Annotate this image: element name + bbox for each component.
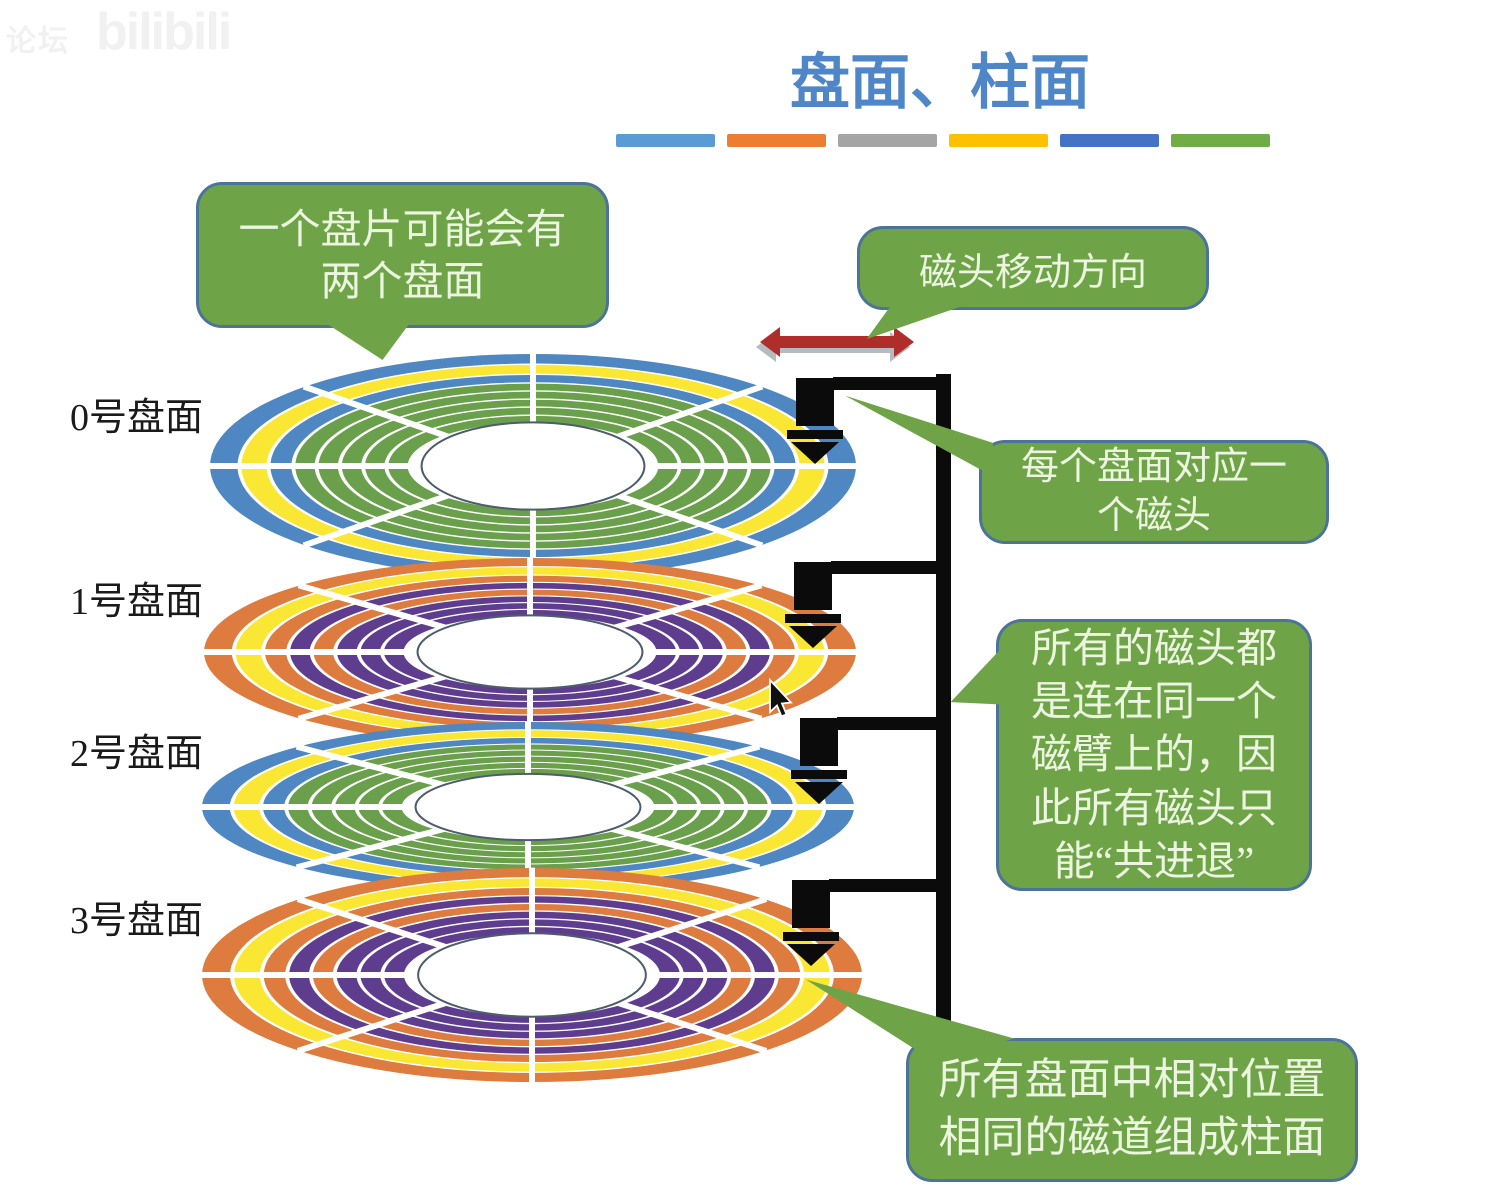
callout-head-per-surface: 每个盘面对应一 个磁头: [979, 440, 1329, 544]
platters-layer: [200, 353, 864, 1083]
divider-bar: [1060, 134, 1159, 147]
mouse-cursor-icon: [769, 677, 793, 718]
disk-3: [200, 867, 864, 1083]
divider-bar: [949, 134, 1048, 147]
divider-bar: [727, 134, 826, 147]
actuator-shaft: [936, 374, 951, 1034]
disk-label-0: 0号盘面: [70, 397, 204, 439]
disk-1: [202, 557, 858, 747]
disk-label-1: 1号盘面: [70, 581, 204, 623]
disk-head-0: [787, 377, 951, 464]
bilibili-watermark: 论坛 bilibili: [6, 2, 232, 62]
disk-2: [200, 721, 856, 893]
disk-label-2: 2号盘面: [70, 733, 204, 775]
page-title: 盘面、柱面: [790, 50, 1090, 116]
divider-bar: [1171, 134, 1270, 147]
actuator-arm: [783, 374, 951, 1034]
disk-head-3: [783, 879, 951, 966]
spindle-hub: [417, 932, 647, 1018]
head-move-arrow: [756, 327, 914, 362]
disk-head-2: [791, 717, 951, 804]
bilibili-logo: bilibili: [96, 3, 232, 61]
disk-label-3: 3号盘面: [70, 900, 204, 942]
spindle-hub: [416, 614, 644, 690]
divider-bar: [616, 134, 715, 147]
callout-cylinder: 所有盘面中相对位置 相同的磁道组成柱面: [906, 1038, 1358, 1182]
title-divider: [616, 134, 1270, 147]
callout-platter-note: 一个盘片可能会有 两个盘面: [196, 182, 609, 328]
double-arrow-icon: [760, 327, 914, 357]
callout-same-arm: 所有的磁头都 是连在同一个 磁臂上的，因 此所有磁头只 能“共进退”: [996, 619, 1312, 891]
disk-0: [208, 353, 858, 579]
disk-head-1: [785, 561, 951, 648]
spindle-hub: [414, 772, 642, 842]
spindle-hub: [420, 421, 646, 511]
watermark-prefix: 论坛: [6, 25, 70, 58]
divider-bar: [838, 134, 937, 147]
callout-head-direction: 磁头移动方向: [857, 226, 1209, 310]
